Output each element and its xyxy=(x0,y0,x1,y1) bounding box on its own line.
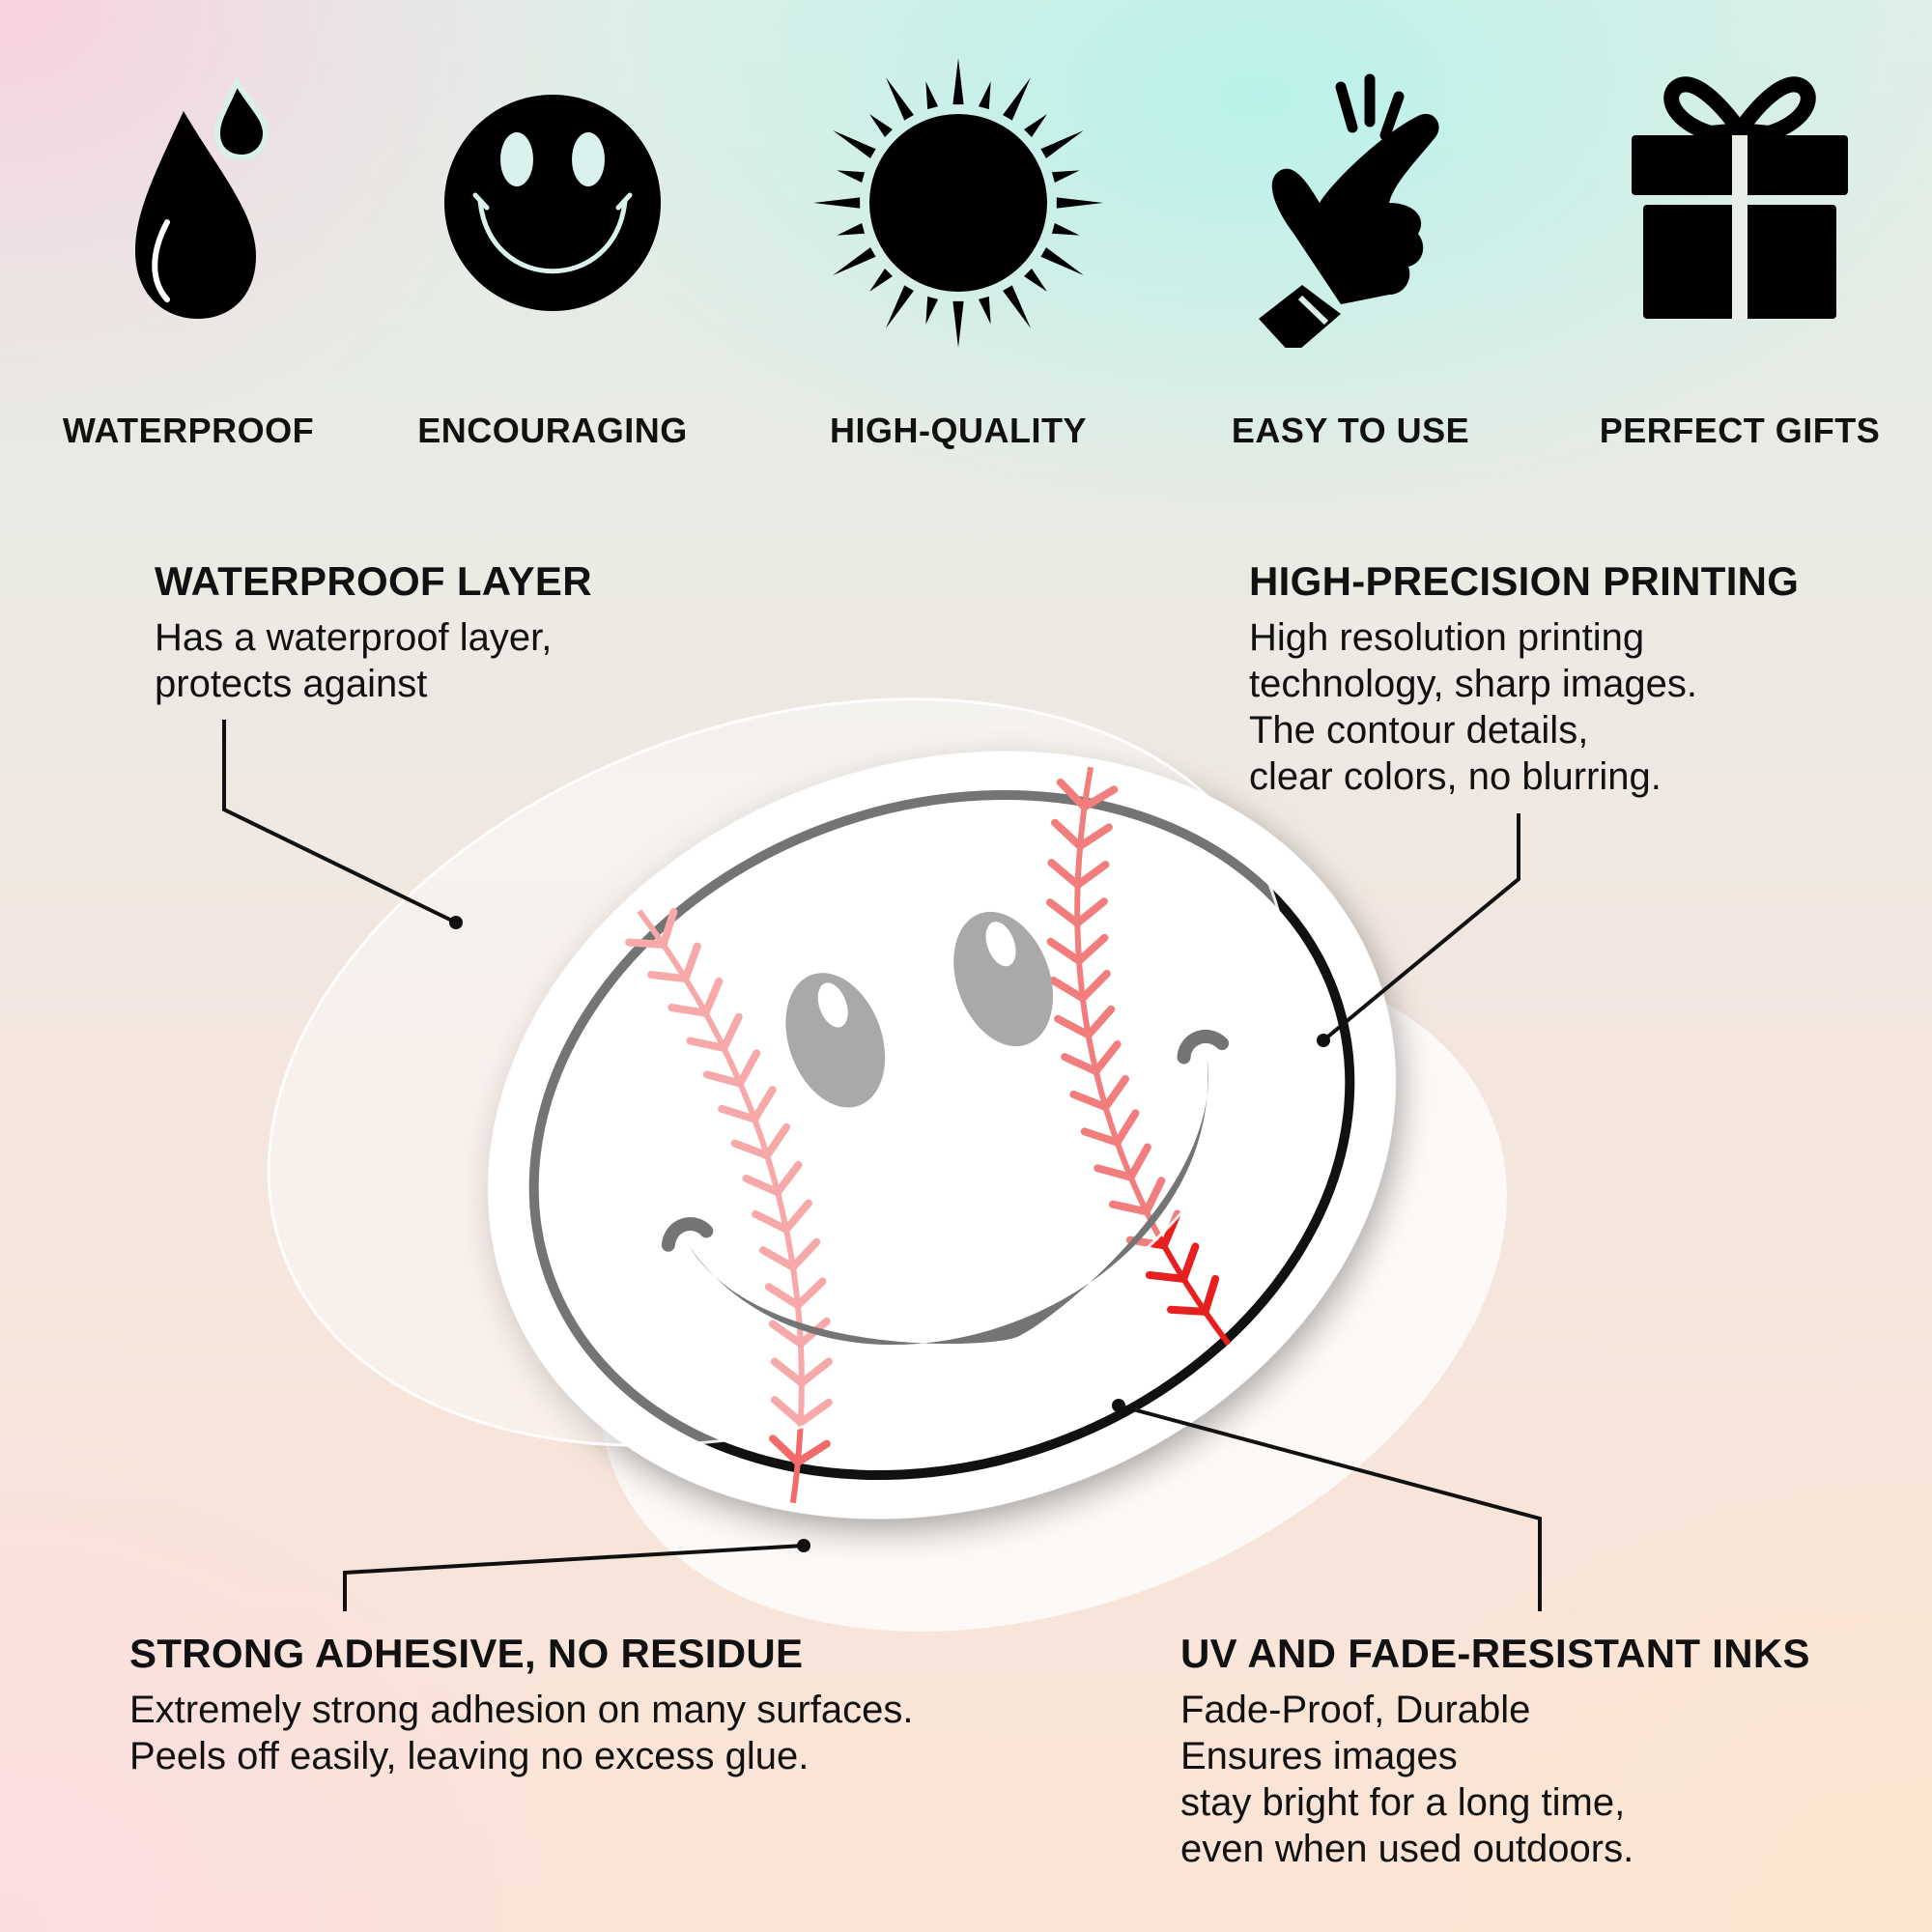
sun-ray xyxy=(837,170,866,184)
sun-ray xyxy=(869,114,893,137)
sun-ray xyxy=(925,81,939,110)
finger-snap-icon xyxy=(1259,73,1439,348)
feature-label: EASY TO USE xyxy=(1231,411,1470,450)
callout-line: High resolution printing xyxy=(1249,616,1645,659)
sun-ray xyxy=(1040,247,1084,275)
callout-waterproof-layer: WATERPROOF LAYER Has a waterproof layer,… xyxy=(155,558,592,707)
water-drop-icon xyxy=(135,75,270,319)
feature-easy-to-use: EASY TO USE xyxy=(1186,58,1515,464)
callout-line: Ensures images xyxy=(1180,1735,1458,1777)
callout-line: Extremely strong adhesion on many surfac… xyxy=(129,1689,914,1731)
callout-line: protects against xyxy=(155,663,428,705)
sun-ray xyxy=(1003,77,1031,121)
callout-line: technology, sharp images. xyxy=(1249,663,1697,705)
baseball-smiley-sticker xyxy=(488,751,1396,1520)
callout-line: Fade-Proof, Durable xyxy=(1180,1689,1531,1731)
sun-ray xyxy=(869,269,893,292)
sun-ray xyxy=(1024,114,1047,137)
sun-ray xyxy=(952,58,964,105)
feature-waterproof: WATERPROOF xyxy=(24,58,353,464)
sun-ray xyxy=(1051,170,1080,184)
feature-perfect-gifts: PERFECT GIFTS xyxy=(1576,58,1904,464)
sun-ray xyxy=(813,197,861,209)
sun-ray xyxy=(833,247,876,275)
callout-line: Has a waterproof layer, xyxy=(155,616,553,659)
smiley-face-icon xyxy=(444,95,661,311)
callout-line: stay bright for a long time, xyxy=(1180,1781,1626,1824)
sun-ray xyxy=(1003,285,1031,328)
callout-leaders xyxy=(222,720,1542,1611)
feature-label: PERFECT GIFTS xyxy=(1599,411,1881,450)
callout-high-precision-printing: HIGH-PRECISION PRINTING High resolution … xyxy=(1249,558,1799,800)
callout-line: The contour details, xyxy=(1249,709,1589,752)
feature-label: HIGH-QUALITY xyxy=(830,411,1087,450)
feature-label: ENCOURAGING xyxy=(417,411,688,450)
callout-line: even when used outdoors. xyxy=(1180,1828,1634,1870)
callout-strong-adhesive: STRONG ADHESIVE, NO RESIDUE Extremely st… xyxy=(129,1631,914,1779)
callout-title: STRONG ADHESIVE, NO RESIDUE xyxy=(129,1631,804,1676)
sun-ray xyxy=(886,285,914,328)
sun-ray xyxy=(952,300,964,348)
sun-ray xyxy=(1056,197,1103,209)
sun-ray xyxy=(925,296,939,325)
sun-ray xyxy=(837,222,866,236)
gift-box-icon xyxy=(1632,76,1848,319)
callout-line: clear colors, no blurring. xyxy=(1249,755,1662,798)
callout-uv-inks: UV AND FADE-RESISTANT INKS Fade-Proof, D… xyxy=(1180,1631,1810,1872)
callout-title: WATERPROOF LAYER xyxy=(155,558,592,604)
right-eye xyxy=(953,911,1053,1047)
waterproof-film xyxy=(267,697,1289,1447)
callout-title: UV AND FADE-RESISTANT INKS xyxy=(1180,1631,1810,1676)
feature-high-quality: HIGH-QUALITY xyxy=(794,58,1122,464)
left-eye xyxy=(785,973,886,1108)
sun-ray xyxy=(1040,130,1084,158)
sun-ray xyxy=(978,296,991,325)
sun-ray xyxy=(1024,269,1047,292)
callout-title: HIGH-PRECISION PRINTING xyxy=(1249,558,1800,604)
sun-ray xyxy=(1051,222,1080,236)
feature-encouraging: ENCOURAGING xyxy=(388,58,717,464)
feature-label: WATERPROOF xyxy=(62,411,315,450)
callout-line: Peels off easily, leaving no excess glue… xyxy=(129,1735,810,1777)
sun-ray xyxy=(833,130,876,158)
sun-ray xyxy=(978,81,991,110)
sun-icon xyxy=(813,58,1103,348)
sun-ray xyxy=(886,77,914,121)
